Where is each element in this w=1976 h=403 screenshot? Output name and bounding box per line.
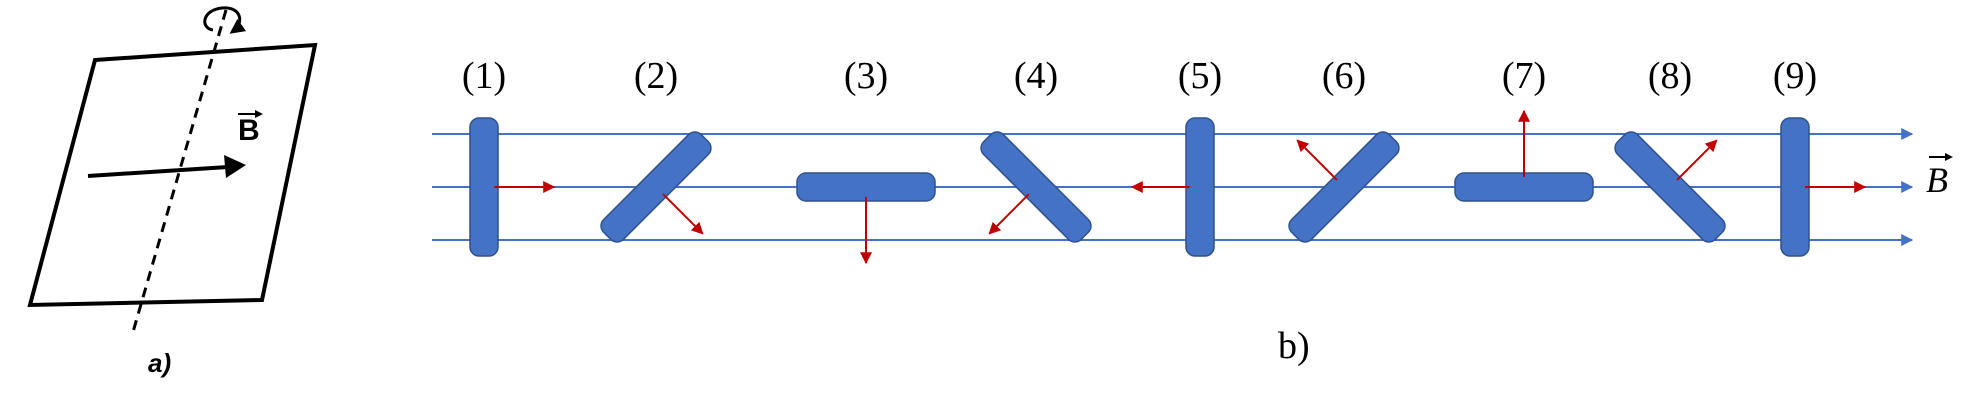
plate-label: (2) [634, 55, 678, 97]
plate-label: (8) [1648, 55, 1692, 97]
normal-arrow [662, 193, 704, 235]
plate-body [796, 172, 936, 202]
field-arrow-a [87, 155, 246, 178]
plate-label: (4) [1014, 55, 1058, 97]
rotation-axis [131, 9, 228, 333]
plate-label: (7) [1502, 55, 1546, 97]
plate-label: (3) [844, 55, 888, 97]
plate-body [1454, 172, 1594, 202]
plate-body [469, 117, 499, 257]
normal-arrow [1296, 139, 1338, 181]
plate-7: (7) [1454, 55, 1594, 202]
field-label-b-text: B [1926, 160, 1948, 200]
field-label-b: B [1926, 153, 1953, 200]
normal-arrow [988, 193, 1030, 235]
plate-label: (5) [1178, 55, 1222, 97]
plate-9: (9) [1773, 55, 1867, 257]
rotation-direction-icon [203, 6, 247, 34]
caption-b: b) [1278, 325, 1310, 367]
plate-label: (9) [1773, 55, 1817, 97]
plate-1: (1) [462, 55, 556, 257]
plate-body [1185, 117, 1215, 257]
normal-arrow [1676, 139, 1718, 181]
caption-a: a) [148, 348, 171, 378]
plates: (1) (2) (3) (4) (5) (6) (7) (8) (9) [462, 55, 1867, 265]
plate-3: (3) [796, 55, 936, 265]
field-label-a-text: B [238, 114, 260, 147]
plate-6: (6) [1288, 55, 1400, 243]
plate-8: (8) [1614, 55, 1726, 243]
plate-label: (6) [1322, 55, 1366, 97]
plate-body [1780, 117, 1810, 257]
plate-4: (4) [980, 55, 1092, 243]
plate-2: (2) [600, 55, 712, 243]
panel-a: B a) [27, 6, 318, 378]
current-loop [27, 42, 318, 308]
panel-b: B (1) (2) (3) (4) (5) (6) (7) (8) (9) b) [432, 55, 1953, 367]
field-label-a: B [238, 110, 263, 147]
plate-5: (5) [1130, 55, 1222, 257]
plate-label: (1) [462, 55, 506, 97]
